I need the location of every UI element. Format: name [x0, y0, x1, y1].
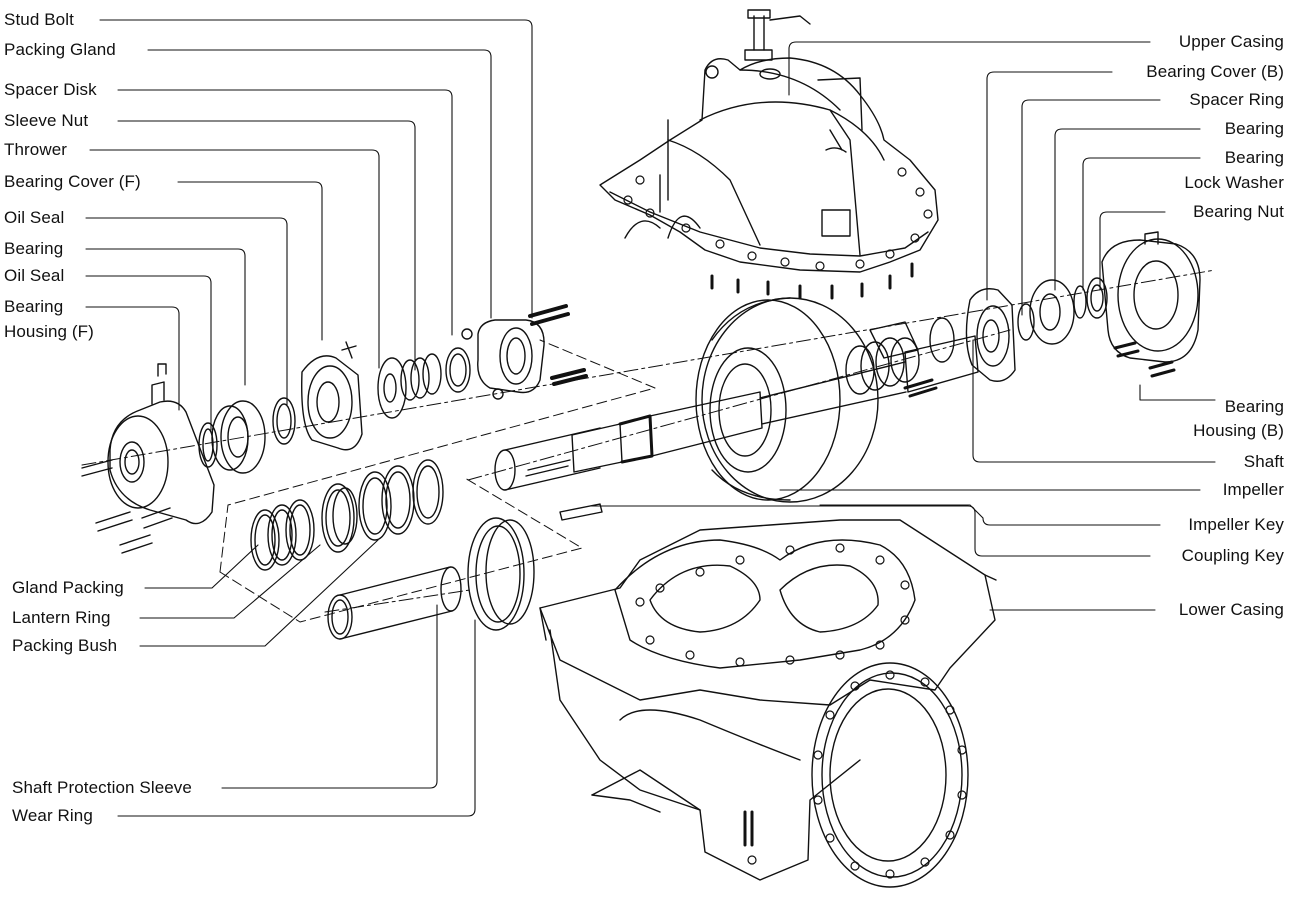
label-bearing-f: Bearing	[4, 239, 64, 258]
label-bearing-cover-f: Bearing Cover (F)	[4, 172, 141, 191]
label-spacer-disk: Spacer Disk	[4, 80, 97, 99]
label-bearing-cover-b: Bearing Cover (B)	[1146, 62, 1284, 81]
bearing-housing-f	[81, 363, 215, 554]
label-shaft-protection-sleeve: Shaft Protection Sleeve	[12, 778, 192, 797]
bearing-housing-b	[1101, 231, 1201, 378]
label-gland-packing: Gland Packing	[12, 578, 124, 597]
label-impeller: Impeller	[1222, 480, 1284, 499]
label-bearing-housing-b-line2: Housing (B)	[1193, 421, 1284, 440]
label-bearing-housing-f-line2: Housing (F)	[4, 322, 94, 341]
label-shaft: Shaft	[1243, 452, 1284, 471]
label-oil-seal-2: Oil Seal	[4, 266, 65, 285]
label-packing-bush: Packing Bush	[12, 636, 118, 655]
label-spacer-ring: Spacer Ring	[1189, 90, 1284, 109]
label-packing-gland: Packing Gland	[4, 40, 116, 59]
label-oil-seal-1: Oil Seal	[4, 208, 65, 227]
label-bearing-lock-washer-line1: Bearing	[1224, 148, 1284, 167]
wear-ring	[467, 517, 535, 631]
label-lantern-ring: Lantern Ring	[12, 608, 111, 627]
label-lower-casing: Lower Casing	[1178, 600, 1284, 619]
impeller	[695, 297, 879, 503]
leader-lines-left	[85, 19, 533, 817]
label-bearing-lock-washer-line2: Lock Washer	[1184, 173, 1284, 192]
label-sleeve-nut: Sleeve Nut	[4, 111, 89, 130]
rear-rotor-stack	[845, 317, 955, 398]
label-bearing-b: Bearing	[1224, 119, 1284, 138]
label-upper-casing: Upper Casing	[1178, 32, 1284, 51]
lower-casing	[539, 519, 997, 888]
center-lines	[81, 269, 1216, 613]
upper-casing	[599, 9, 939, 300]
label-bearing-housing-b-line1: Bearing	[1224, 397, 1284, 416]
label-thrower: Thrower	[4, 140, 68, 159]
label-bearing-housing-f-line1: Bearing	[4, 297, 64, 316]
shaft-protection-sleeve	[327, 566, 462, 640]
rear-bearing-stack	[965, 277, 1108, 382]
label-bearing-nut: Bearing Nut	[1193, 202, 1284, 221]
label-coupling-key: Coupling Key	[1181, 546, 1284, 565]
label-wear-ring: Wear Ring	[12, 806, 93, 825]
label-impeller-key: Impeller Key	[1188, 515, 1284, 534]
shaft	[494, 335, 979, 521]
packing-rings	[250, 459, 444, 571]
label-stud-bolt: Stud Bolt	[4, 10, 74, 29]
leader-lines-right	[589, 41, 1216, 611]
front-rotor-stack	[198, 341, 471, 474]
packing-gland	[461, 304, 588, 400]
